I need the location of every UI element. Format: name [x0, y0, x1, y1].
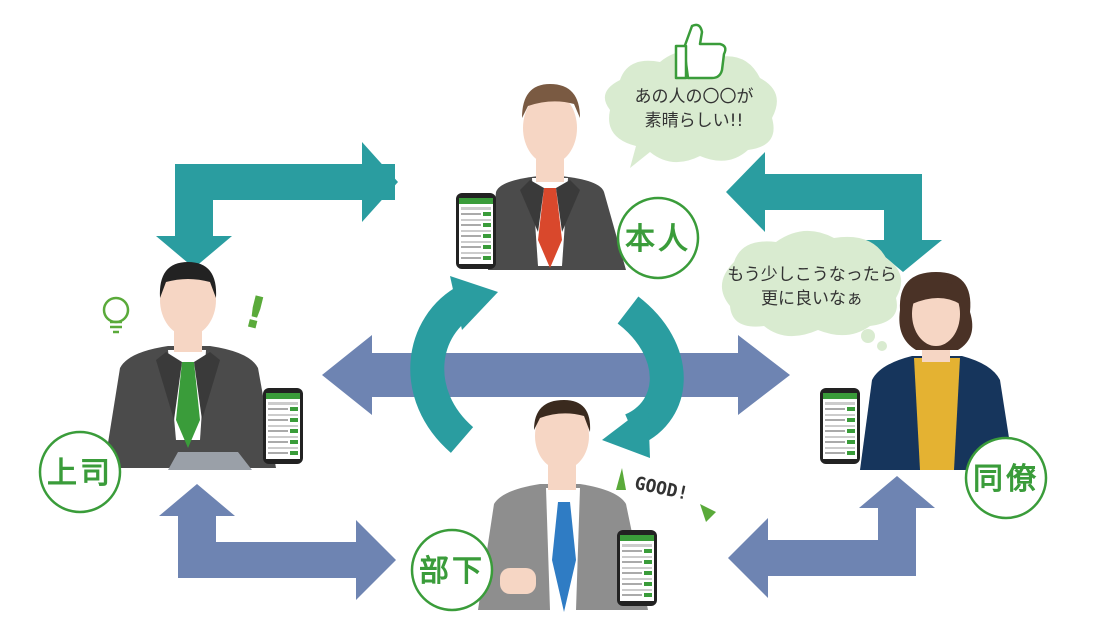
boss-exclamation: !: [239, 286, 271, 340]
praise-bubble: あの人の〇〇が 素晴らしい!!: [604, 23, 777, 169]
suggestion-line-1: もう少しこうなったら: [727, 265, 897, 285]
arrow-cycle-left: [410, 276, 498, 453]
phone-colleague: [820, 388, 860, 464]
suggestion-line-2: 更に良いなぁ: [761, 289, 863, 309]
thumbs-up-icon: [674, 23, 727, 80]
arrow-self-colleague: [726, 152, 942, 272]
arrow-cycle-right: [602, 296, 684, 458]
role-subordinate-label: 部下: [419, 554, 485, 589]
arrow-subordinate-colleague: [728, 476, 935, 598]
person-subordinate: GOOD!: [478, 400, 716, 612]
phone-boss: [263, 388, 303, 464]
person-colleague: [820, 272, 1014, 470]
role-boss-label: 上司: [47, 456, 113, 491]
phone-subordinate: [617, 530, 657, 606]
phone-self: [456, 193, 496, 269]
role-self-label: 本人: [625, 222, 691, 257]
person-self: [456, 84, 626, 270]
arrow-boss-subordinate: [159, 484, 396, 600]
praise-line-1: あの人の〇〇が: [635, 87, 754, 107]
good-text: GOOD!: [633, 473, 690, 505]
badge-colleague: 同僚: [964, 436, 1048, 520]
badge-subordinate: 部下: [410, 528, 494, 612]
lightbulb-icon: [102, 296, 130, 334]
suggestion-bubble: もう少しこうなったら 更に良いなぁ: [721, 230, 902, 351]
badge-self: 本人: [616, 196, 700, 280]
good-burst: GOOD!: [616, 468, 716, 522]
badge-boss: 上司: [38, 430, 122, 514]
praise-line-2: 素晴らしい!!: [645, 111, 744, 131]
role-colleague-label: 同僚: [973, 462, 1039, 497]
arrow-self-boss: [156, 142, 398, 268]
person-boss: !: [102, 262, 303, 470]
